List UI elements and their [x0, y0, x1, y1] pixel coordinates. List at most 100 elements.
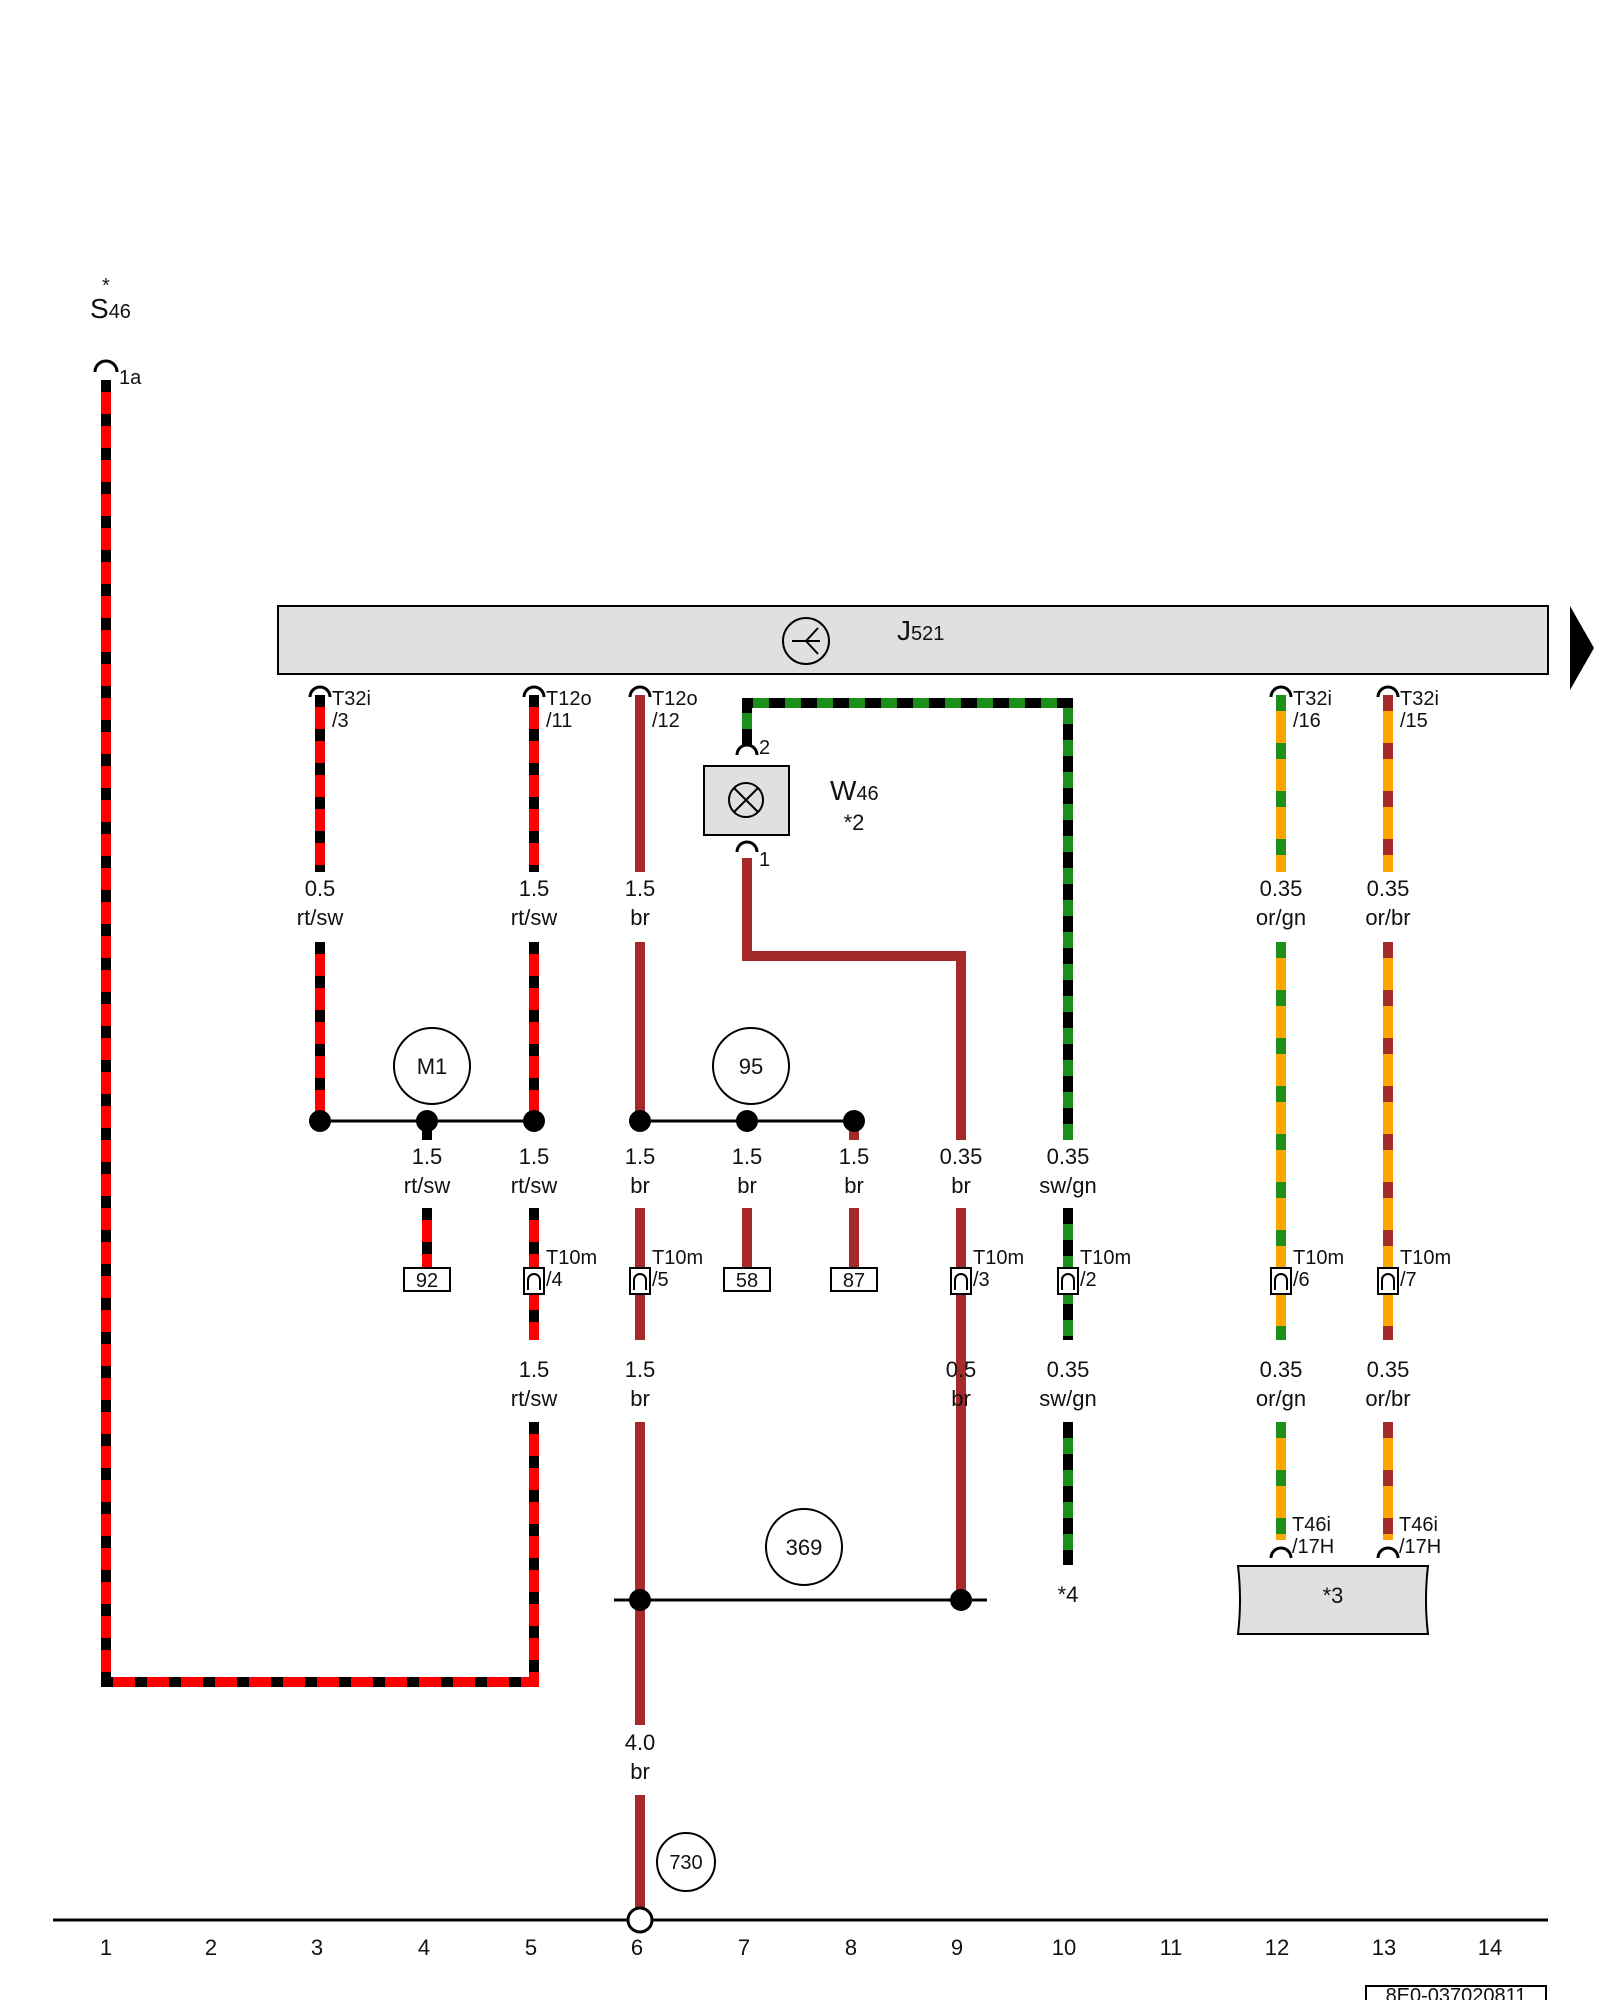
pin-label-t32i-15: T32i/15	[1400, 688, 1439, 732]
terminal-92-label: 92	[416, 1270, 438, 1292]
splice-730	[656, 1832, 716, 1892]
column-number: 11	[1160, 1935, 1183, 1960]
w46-pin-bottom: 1	[759, 849, 770, 871]
socket	[1269, 685, 1293, 698]
socket	[1376, 685, 1400, 698]
node	[950, 1589, 972, 1611]
s46-star: *	[102, 275, 110, 297]
wire-segments	[101, 380, 1393, 1908]
pin-label-t12o-12: T12o/12	[652, 688, 698, 732]
splice-m1-label: M1	[417, 1054, 448, 1079]
terminal-58-label: 58	[736, 1270, 758, 1292]
pin-label-t32i-16: T32i/16	[1293, 688, 1332, 732]
socket	[308, 685, 332, 698]
w46-pin-top: 2	[759, 737, 770, 759]
svg-text:T10m/2: T10m/2	[1080, 1247, 1131, 1291]
svg-text:T10m/7: T10m/7	[1400, 1247, 1451, 1291]
connector-t10m-5: T10m/5	[629, 1247, 703, 1295]
column-number: 13	[1372, 1935, 1396, 1960]
node	[523, 1110, 545, 1132]
splice-95	[712, 1027, 790, 1105]
svg-text:T10m/6: T10m/6	[1293, 1247, 1344, 1291]
column-number: 8	[845, 1935, 857, 1960]
column-number: 3	[311, 1935, 323, 1960]
svg-text:T10m/4: T10m/4	[546, 1247, 597, 1291]
terminal-92	[403, 1267, 451, 1292]
node	[629, 1589, 651, 1611]
column-numbers: 1 2 3 4 5 6 7 8 9 10 11 12 13 14	[100, 1935, 1502, 1960]
column-number: 2	[205, 1935, 217, 1960]
column-number: 12	[1265, 1935, 1289, 1960]
s46-socket	[93, 359, 119, 373]
column-number: 5	[525, 1935, 537, 1960]
note-4: *4	[1058, 1582, 1079, 1607]
column-number: 9	[951, 1935, 963, 1960]
footer-code-box	[1365, 1985, 1547, 2000]
w46-label: W46	[830, 775, 879, 806]
w46-socket-bottom	[735, 840, 759, 853]
node	[736, 1110, 758, 1132]
s46-pin-label: 1a	[119, 367, 142, 389]
splice-369-label: 369	[786, 1535, 823, 1560]
continuation-arrow	[1570, 606, 1594, 690]
socket	[522, 685, 546, 698]
w46-socket-top	[735, 743, 759, 756]
connector-t10m-6: T10m/6	[1270, 1247, 1344, 1295]
connector-t10m-7: T10m/7	[1377, 1247, 1451, 1295]
column-number: 10	[1052, 1935, 1076, 1960]
module-3-label: *3	[1323, 1583, 1344, 1608]
terminal-58	[723, 1267, 771, 1292]
w46-note: *2	[844, 810, 865, 835]
terminal-87	[830, 1267, 878, 1292]
module-3-box	[1236, 1565, 1430, 1635]
j521-label: J521	[897, 615, 944, 646]
splice-369	[765, 1508, 843, 1586]
terminal-87-label: 87	[843, 1270, 865, 1292]
j521-box	[277, 605, 1549, 675]
node	[629, 1110, 651, 1132]
column-number: 6	[631, 1935, 643, 1960]
pin-label-t32i-3: T32i/3	[332, 688, 371, 732]
column-number: 14	[1478, 1935, 1502, 1960]
splice-95-label: 95	[739, 1054, 763, 1079]
pin-label-t12o-11: T12o/11	[546, 688, 592, 732]
wire-w46-col9	[742, 858, 966, 1140]
socket	[628, 685, 652, 698]
node	[843, 1110, 865, 1132]
node	[309, 1110, 331, 1132]
ground-point	[626, 1906, 654, 1934]
junction-nodes	[309, 1110, 972, 1934]
splice-m1	[393, 1027, 471, 1105]
t46i-socket-a	[1269, 1546, 1293, 1559]
column-number: 1	[100, 1935, 112, 1960]
svg-text:T10m/5: T10m/5	[652, 1247, 703, 1291]
footer-code: 8E0-037020811	[1386, 1985, 1527, 2000]
j521-pin-sockets	[308, 685, 1400, 698]
splice-730-label: 730	[669, 1852, 702, 1874]
connector-t10m-3: T10m/3	[950, 1247, 1024, 1295]
t10m-connectors: T10m/4 T10m/5 T10m/3 T10m/2 T10m/6 T10m/…	[523, 1247, 1451, 1295]
s46-label: S46	[90, 293, 131, 324]
j521-symbol	[782, 617, 830, 665]
column-number: 7	[738, 1935, 750, 1960]
connector-t10m-4: T10m/4	[523, 1247, 597, 1295]
